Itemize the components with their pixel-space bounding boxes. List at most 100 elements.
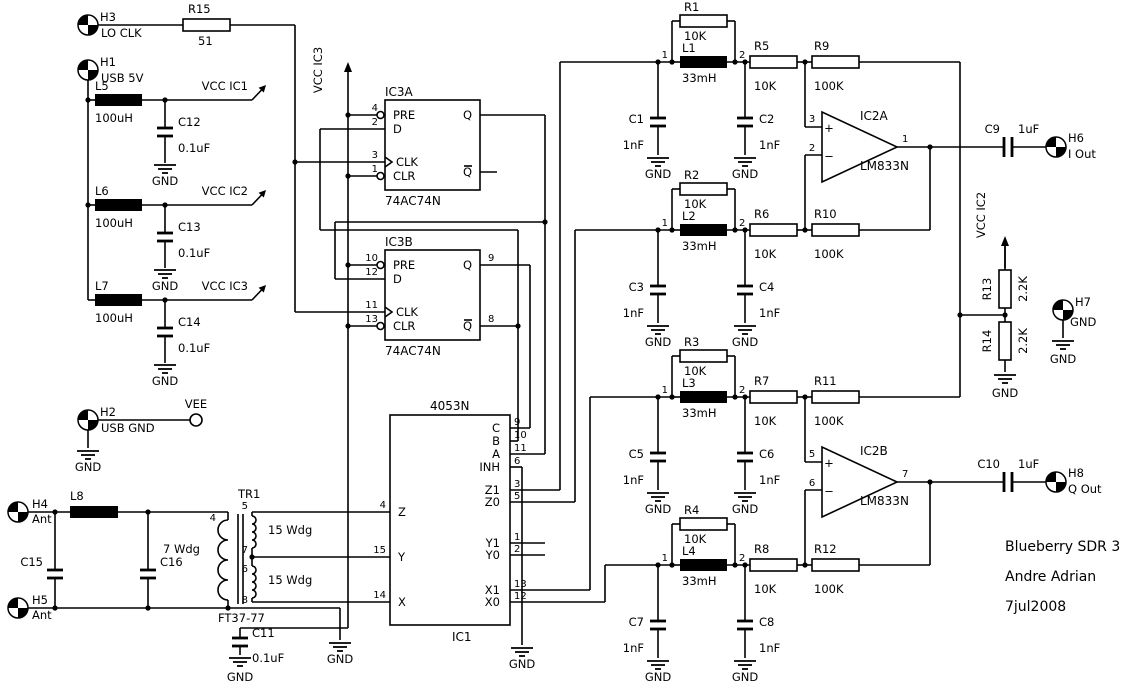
l2-pin2: 2 xyxy=(739,218,745,229)
gnd-symbol xyxy=(228,657,252,667)
ic3b-clk: CLK xyxy=(396,305,418,319)
ic1-x: X xyxy=(398,595,406,609)
c3-ref: C3 xyxy=(629,280,644,294)
capacitor-c11 xyxy=(232,636,248,648)
tr1-pin4: 4 xyxy=(210,513,216,524)
gnd-symbol xyxy=(153,364,177,374)
l1-value: 33mH xyxy=(682,71,716,85)
ic1-pin-b: 10 xyxy=(514,430,527,441)
h6-ref: H6 xyxy=(1068,131,1084,145)
c4-ref: C4 xyxy=(759,280,774,294)
c13-value: 0.1uF xyxy=(178,246,210,260)
r11-value: 100K xyxy=(814,414,844,428)
gnd-symbol xyxy=(646,157,670,167)
r13-value: 2.2K xyxy=(1016,276,1030,302)
c16-ref: C16 xyxy=(160,555,183,569)
c11-value: 0.1uF xyxy=(252,651,284,665)
wires xyxy=(28,20,1064,658)
ic1-pin-a: 11 xyxy=(514,443,527,454)
r15-value: 51 xyxy=(198,34,213,48)
gnd-label: GND xyxy=(152,374,179,388)
ic1-pin-z: 4 xyxy=(380,500,386,511)
ic1-y0: Y0 xyxy=(485,548,500,562)
l2-value: 33mH xyxy=(682,239,716,253)
l3-pin2: 2 xyxy=(739,385,745,396)
h8-ref: H8 xyxy=(1068,466,1084,480)
ic3a-clk-triangle xyxy=(384,156,394,168)
r2-value: 10K xyxy=(684,197,707,211)
tr1-sec1-label: 15 Wdg xyxy=(268,523,312,537)
gnd-label: GND xyxy=(152,174,179,188)
ic3b-clr: CLR xyxy=(393,319,415,333)
ic1-pin-z0: 5 xyxy=(514,491,520,502)
capacitor-c5 xyxy=(650,451,666,463)
ic3b-pin-d: 12 xyxy=(365,267,378,278)
c2-ref: C2 xyxy=(759,112,774,126)
ic1-inh: INH xyxy=(479,460,500,474)
ic1-pin-y1: 1 xyxy=(514,532,520,543)
h3-label: LO CLK xyxy=(101,26,142,40)
capacitor-c3 xyxy=(650,284,666,296)
capacitor-c1 xyxy=(650,116,666,128)
l6-ref: L6 xyxy=(95,184,109,198)
c6-value: 1nF xyxy=(759,473,780,487)
capacitor-c9 xyxy=(1002,137,1014,157)
capacitor-c7 xyxy=(650,619,666,631)
l2-pin1: 1 xyxy=(662,218,668,229)
c6-ref: C6 xyxy=(759,447,774,461)
resistor-r11 xyxy=(811,390,860,404)
title-line3: 7jul2008 xyxy=(1005,599,1066,615)
vcc-ic1-label: VCC IC1 xyxy=(202,79,248,93)
transformer-tr1 xyxy=(217,512,257,608)
ic2b-ref: IC2B xyxy=(860,444,888,458)
r14-value: 2.2K xyxy=(1016,328,1030,354)
ic3a-qbar: Q xyxy=(463,165,472,179)
gnd-symbol xyxy=(646,492,670,502)
l4-pin1: 1 xyxy=(662,553,668,564)
c10-value: 1uF xyxy=(1018,457,1039,471)
gnd-label: GND xyxy=(645,335,672,349)
ic1-y: Y xyxy=(397,550,406,564)
resistor-r6 xyxy=(749,223,798,237)
h7-label: GND xyxy=(1070,315,1097,329)
title-line1: Blueberry SDR 3 xyxy=(1005,539,1120,555)
c9-ref: C9 xyxy=(985,122,1000,136)
ic3b-pre-bubble xyxy=(376,260,385,270)
ic3a-d: D xyxy=(393,122,402,136)
resistor-r10 xyxy=(811,223,860,237)
ic3a-pin-d: 2 xyxy=(372,117,378,128)
tr1-pin6: 6 xyxy=(242,564,248,575)
h5-ref: H5 xyxy=(32,593,48,607)
c2-value: 1nF xyxy=(759,138,780,152)
ic2a-pin-minus: 2 xyxy=(809,143,815,154)
ic3b-part: 74AC74N xyxy=(385,344,441,358)
ic2b-part: LM833N xyxy=(860,494,909,508)
tr1-primary-label: 7 Wdg xyxy=(163,542,200,556)
ic1-pin-z1: 3 xyxy=(514,479,520,490)
gnd-label: GND xyxy=(732,670,759,684)
c7-ref: C7 xyxy=(629,615,644,629)
ic3a-q: Q xyxy=(463,108,472,122)
h2-ref: H2 xyxy=(100,405,116,419)
c5-ref: C5 xyxy=(629,447,644,461)
r6-value: 10K xyxy=(754,247,777,261)
c15-ref: C15 xyxy=(20,555,43,569)
resistor-r9 xyxy=(811,55,860,69)
vcc-arrow-ic2 xyxy=(251,190,266,206)
capacitor-c10 xyxy=(1002,472,1014,492)
inductor-l7 xyxy=(95,294,142,306)
gnd-label: GND xyxy=(227,670,254,684)
tr1-pin8: 8 xyxy=(242,595,248,606)
ic2b-pin-plus: 5 xyxy=(809,449,815,460)
ic2a-plus: + xyxy=(824,121,834,135)
resistor-r4 xyxy=(679,517,728,531)
connector-h6-iout xyxy=(1045,136,1067,158)
h3-ref: H3 xyxy=(100,10,116,24)
resistor-r14 xyxy=(998,321,1012,361)
ic1-ref: IC1 xyxy=(452,630,472,644)
labels: H3 LO CLK R15 51 H1 USB 5V L5 100uH C12 … xyxy=(20,0,1120,684)
inductor-l8 xyxy=(70,506,118,518)
ic3b-pre: PRE xyxy=(393,258,415,272)
l5-ref: L5 xyxy=(95,79,109,93)
ic1-pin-c: 9 xyxy=(514,417,520,428)
